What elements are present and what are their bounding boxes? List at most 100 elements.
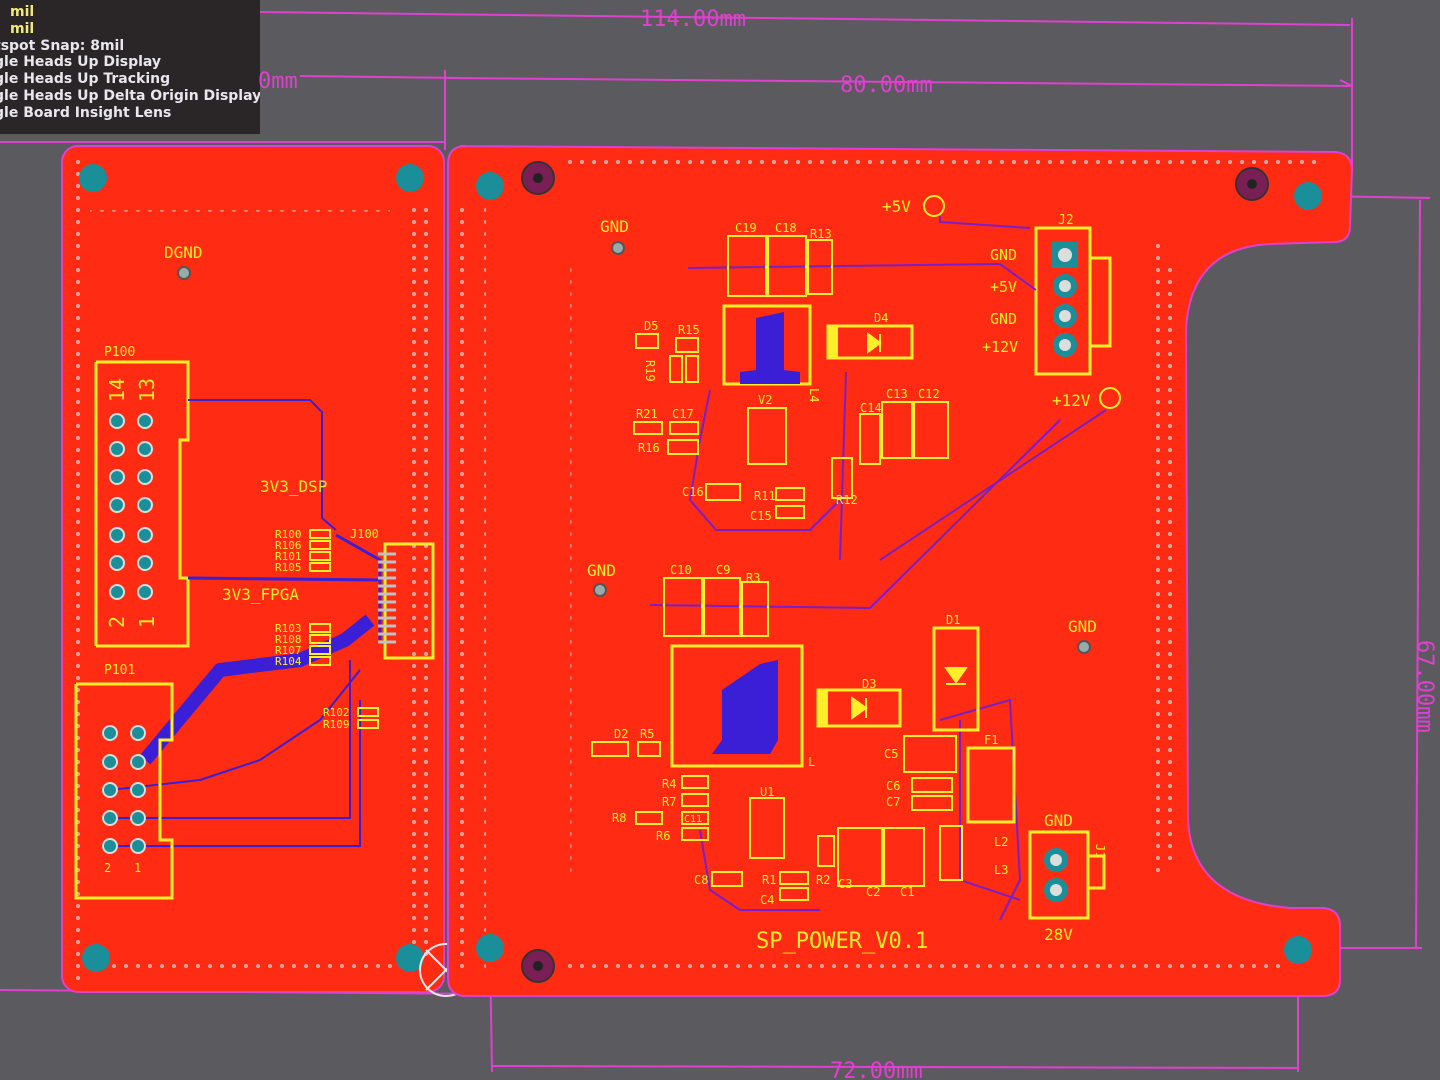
j2-pin-5v: +5V xyxy=(990,278,1017,296)
net-label-gnd: GND xyxy=(600,217,629,236)
resistor-array-bottom xyxy=(309,623,331,666)
ref-l3: L3 xyxy=(994,863,1008,877)
ref-c8: C8 xyxy=(694,873,708,887)
net-label-3v3-dsp: 3V3_DSP xyxy=(260,477,327,496)
component-group-upper-regulator[interactable] xyxy=(633,235,949,519)
ref-c13: C13 xyxy=(886,387,908,401)
pin-label-13: 13 xyxy=(135,378,159,402)
net-label-gnd: GND xyxy=(587,561,616,580)
ref-r1: R1 xyxy=(762,873,776,887)
net-label-gnd-j1: GND xyxy=(1044,811,1073,830)
ref-r109: R109 xyxy=(323,718,350,731)
dimension-right-board xyxy=(447,77,1353,87)
ref-r6: R6 xyxy=(656,829,670,843)
ref-r104: R104 xyxy=(275,655,302,668)
diode-d1-symbol xyxy=(944,667,968,685)
p101-pin-1: 1 xyxy=(134,861,141,875)
ref-j2: J2 xyxy=(1058,213,1074,228)
ref-c17: C17 xyxy=(672,407,694,421)
ref-r102: R102 xyxy=(323,706,350,719)
ref-r16: R16 xyxy=(638,441,660,455)
connector-j1[interactable] xyxy=(1028,830,1106,920)
hud-line: tspot Snap: 8mil xyxy=(0,37,125,54)
hud-toggle-heads-up-tracking[interactable]: gle Heads Up Tracking xyxy=(0,71,171,88)
ref-r13: R13 xyxy=(810,227,832,241)
testpoint-12v[interactable] xyxy=(1099,387,1121,409)
ref-c6: C6 xyxy=(886,779,900,793)
ref-c4: C4 xyxy=(760,893,774,907)
ref-j100: J100 xyxy=(350,527,379,541)
heads-up-display-panel: mil mil tspot Snap: 8mil gle Heads Up Di… xyxy=(0,0,260,134)
connector-p100[interactable] xyxy=(94,360,190,648)
ref-r19: R19 xyxy=(643,360,657,382)
ref-r107: R107 xyxy=(275,644,302,657)
ref-r103: R103 xyxy=(275,622,302,635)
ref-c3: C3 xyxy=(838,877,852,891)
dimension-label-right-board: 80.00mm xyxy=(840,73,933,98)
hud-toggle-delta-origin[interactable]: gle Heads Up Delta Origin Display xyxy=(0,87,260,104)
bottom-layer-traces-left xyxy=(109,399,382,847)
connector-p101[interactable] xyxy=(74,682,174,900)
ref-r106: R106 xyxy=(275,539,302,552)
ref-u1: U1 xyxy=(760,785,774,799)
hud-toggle-board-insight-lens[interactable]: gle Board Insight Lens xyxy=(0,104,172,121)
ref-c19: C19 xyxy=(735,221,757,235)
right-board[interactable] xyxy=(447,145,1354,997)
p100-pads xyxy=(109,413,153,600)
ref-c12: C12 xyxy=(918,387,940,401)
resistor-array-top xyxy=(309,529,331,572)
ref-r100: R100 xyxy=(275,528,302,541)
ref-r12: R12 xyxy=(836,493,858,507)
ref-d1: D1 xyxy=(946,613,960,627)
testpoint-5v[interactable] xyxy=(923,195,945,217)
component-group-lower-regulator[interactable] xyxy=(591,577,1016,901)
ref-c5: C5 xyxy=(884,747,898,761)
ref-r3: R3 xyxy=(746,571,760,585)
board-name-label: SP_POWER_V0.1 xyxy=(756,929,928,954)
dimension-label-bottom: 72.00mm xyxy=(830,1059,923,1080)
diode-d4-band xyxy=(828,326,838,358)
p101-pin-2: 2 xyxy=(104,861,111,875)
ref-c9: C9 xyxy=(716,563,730,577)
dimension-height xyxy=(1300,195,1431,949)
ref-c15: C15 xyxy=(750,509,772,523)
diode-d3-symbol xyxy=(851,696,868,720)
ref-r105: R105 xyxy=(275,561,302,574)
net-label-dgnd: DGND xyxy=(164,243,203,262)
left-board[interactable] xyxy=(61,145,445,993)
ref-p101: P101 xyxy=(104,663,135,678)
net-label-plus12v: +12V xyxy=(1052,391,1091,410)
ref-r4: R4 xyxy=(662,777,676,791)
ref-d3: D3 xyxy=(862,677,876,691)
connector-j100[interactable] xyxy=(378,542,435,660)
ref-c16: C16 xyxy=(682,485,704,499)
p101-pads xyxy=(102,725,146,854)
j2-pin-12v: +12V xyxy=(982,338,1018,356)
ref-v2: V2 xyxy=(758,393,772,407)
ref-d5: D5 xyxy=(644,319,658,333)
ref-l2: L2 xyxy=(994,835,1008,849)
j2-pin-gnd: GND xyxy=(990,246,1017,264)
ref-r21: R21 xyxy=(636,407,658,421)
ref-r7: R7 xyxy=(662,795,676,809)
net-label-28v: 28V xyxy=(1044,925,1073,944)
connector-j2[interactable] xyxy=(1034,226,1112,376)
ref-c18: C18 xyxy=(775,221,797,235)
ref-c7: C7 xyxy=(886,795,900,809)
dimension-label-left: 0mm xyxy=(258,69,298,94)
ref-d2: D2 xyxy=(614,727,628,741)
ref-l1: L xyxy=(808,755,815,769)
ref-r101: R101 xyxy=(275,550,302,563)
ref-r11: R11 xyxy=(754,489,776,503)
ref-p100: P100 xyxy=(104,345,135,360)
ref-c14: C14 xyxy=(860,401,882,415)
hud-toggle-heads-up-display[interactable]: gle Heads Up Display xyxy=(0,54,162,71)
ref-c1: C1 xyxy=(900,885,914,899)
net-label-gnd: GND xyxy=(1068,617,1097,636)
diode-d3-band xyxy=(818,690,828,726)
resistor-pair-r102-r109 xyxy=(357,707,379,729)
pin-label-1: 1 xyxy=(135,616,159,628)
net-label-plus5v: +5V xyxy=(882,197,911,216)
j2-pin-gnd: GND xyxy=(990,310,1017,328)
